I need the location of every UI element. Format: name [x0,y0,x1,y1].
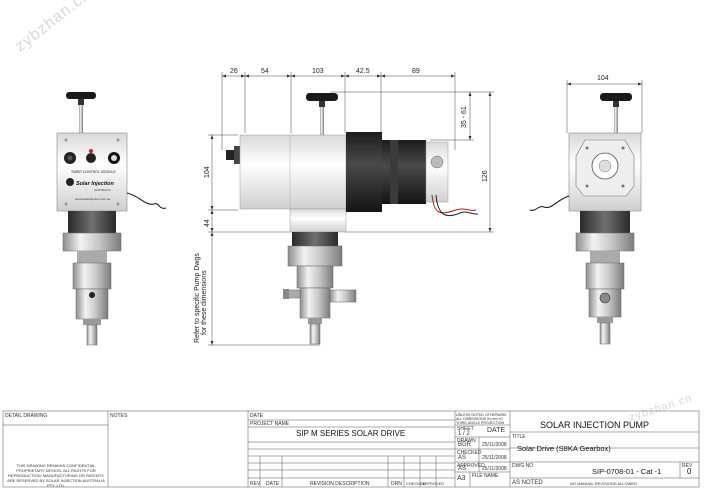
side-note-line-2: for these dimensions [201,270,208,335]
tb-project-label: PROJECT NAME [250,421,290,427]
dim-104-top-right: 104 [597,75,609,82]
tb-date-label: DATE [250,413,263,419]
tb-rev-header-rev: REV [250,481,261,487]
tb-copyright-text: THIS DRAWING REMAINS CONFIDENTIAL PROPRI… [7,463,105,488]
tb-date-col: DATE [487,427,506,434]
tb-rev-value: 0 [687,467,692,476]
tb-notes-small: UNLESS NOTED OTHERWISE ALL DIMENSIONS IN… [456,413,507,425]
tb-title-label: TITLE [512,434,526,440]
tb-approved-date: 25/11/2008 [482,466,507,472]
tb-drawn-value: BGR [458,442,472,448]
panel-brand-label: Solar Injection [76,181,115,187]
dim-42-5: 42.5 [356,68,370,75]
title-block-frame [2,410,700,488]
tb-rev-label: REV [682,463,693,469]
tb-approved-value: AS [458,466,467,472]
side-note-line-1: Refer to specific Pump Dwgs [194,253,201,343]
tb-project-name: SIP M SERIES SOLAR DRIVE [296,429,406,438]
dim-104-left: 104 [204,166,211,178]
panel-module-label: TIMER CONTROL MODULE [71,170,116,174]
tb-sheet-value: 1 / 2 [458,431,470,437]
tb-rev-header-checked: CHECKED [406,481,426,486]
tb-drawn-date: 25/11/2008 [482,442,507,448]
tb-checked-date: 25/11/2008 [482,455,507,461]
tb-size-value: A3 [457,475,466,482]
tb-rev-header-date: DATE [266,481,279,487]
panel-country-label: AUSTRALIA [94,188,111,192]
dim-35-61: 35 - 61 [461,106,468,128]
tb-rev-header-drn: DRN [391,481,402,487]
tb-title-main: SOLAR INJECTION PUMP [540,420,650,430]
tb-approved-label: APPROVED [457,463,485,469]
tb-revision-notice: NO MANUAL REVISIONS ALLOWED [570,481,637,486]
tb-checked-label: CHECKED [457,450,482,456]
tb-dwg-label: DWG NO [512,463,534,469]
front-view-left: TIMER CONTROL MODULE Solar Injection AUS… [56,92,167,346]
dim-26: 26 [230,68,238,75]
dim-89: 89 [412,68,420,75]
tb-checked-value: AS [458,455,467,461]
tb-drawn-label: DRAWN [457,438,476,444]
rear-view-right: 104 [529,75,643,345]
dim-54: 54 [261,68,269,75]
tb-title-sub: Solar Drive (S8KA Gearbox) [517,444,611,453]
dim-103: 103 [312,68,324,75]
side-view-middle: 26 54 103 42.5 89 35 - 61 126 104 44 Ref… [194,68,494,346]
panel-web-label: www.solarinjection.com.au [75,197,111,201]
tb-detail-drawing-heading: DETAIL DRAWING [5,413,48,419]
tb-sheet-label: SHEET [457,426,474,432]
tb-notes-heading: NOTES [110,413,128,419]
tb-rev-header-approved: APPROVED [422,481,445,486]
tb-file-label: FILE NAME [472,473,499,479]
tb-rev-header-description: REVISION DESCRIPTION [310,481,370,487]
dim-44: 44 [204,219,211,227]
tb-dwg-no: SIP-0708-01 - Cat -1 [592,467,662,476]
tb-scale-value: AS NOTED [512,480,543,486]
dim-126: 126 [482,170,489,182]
